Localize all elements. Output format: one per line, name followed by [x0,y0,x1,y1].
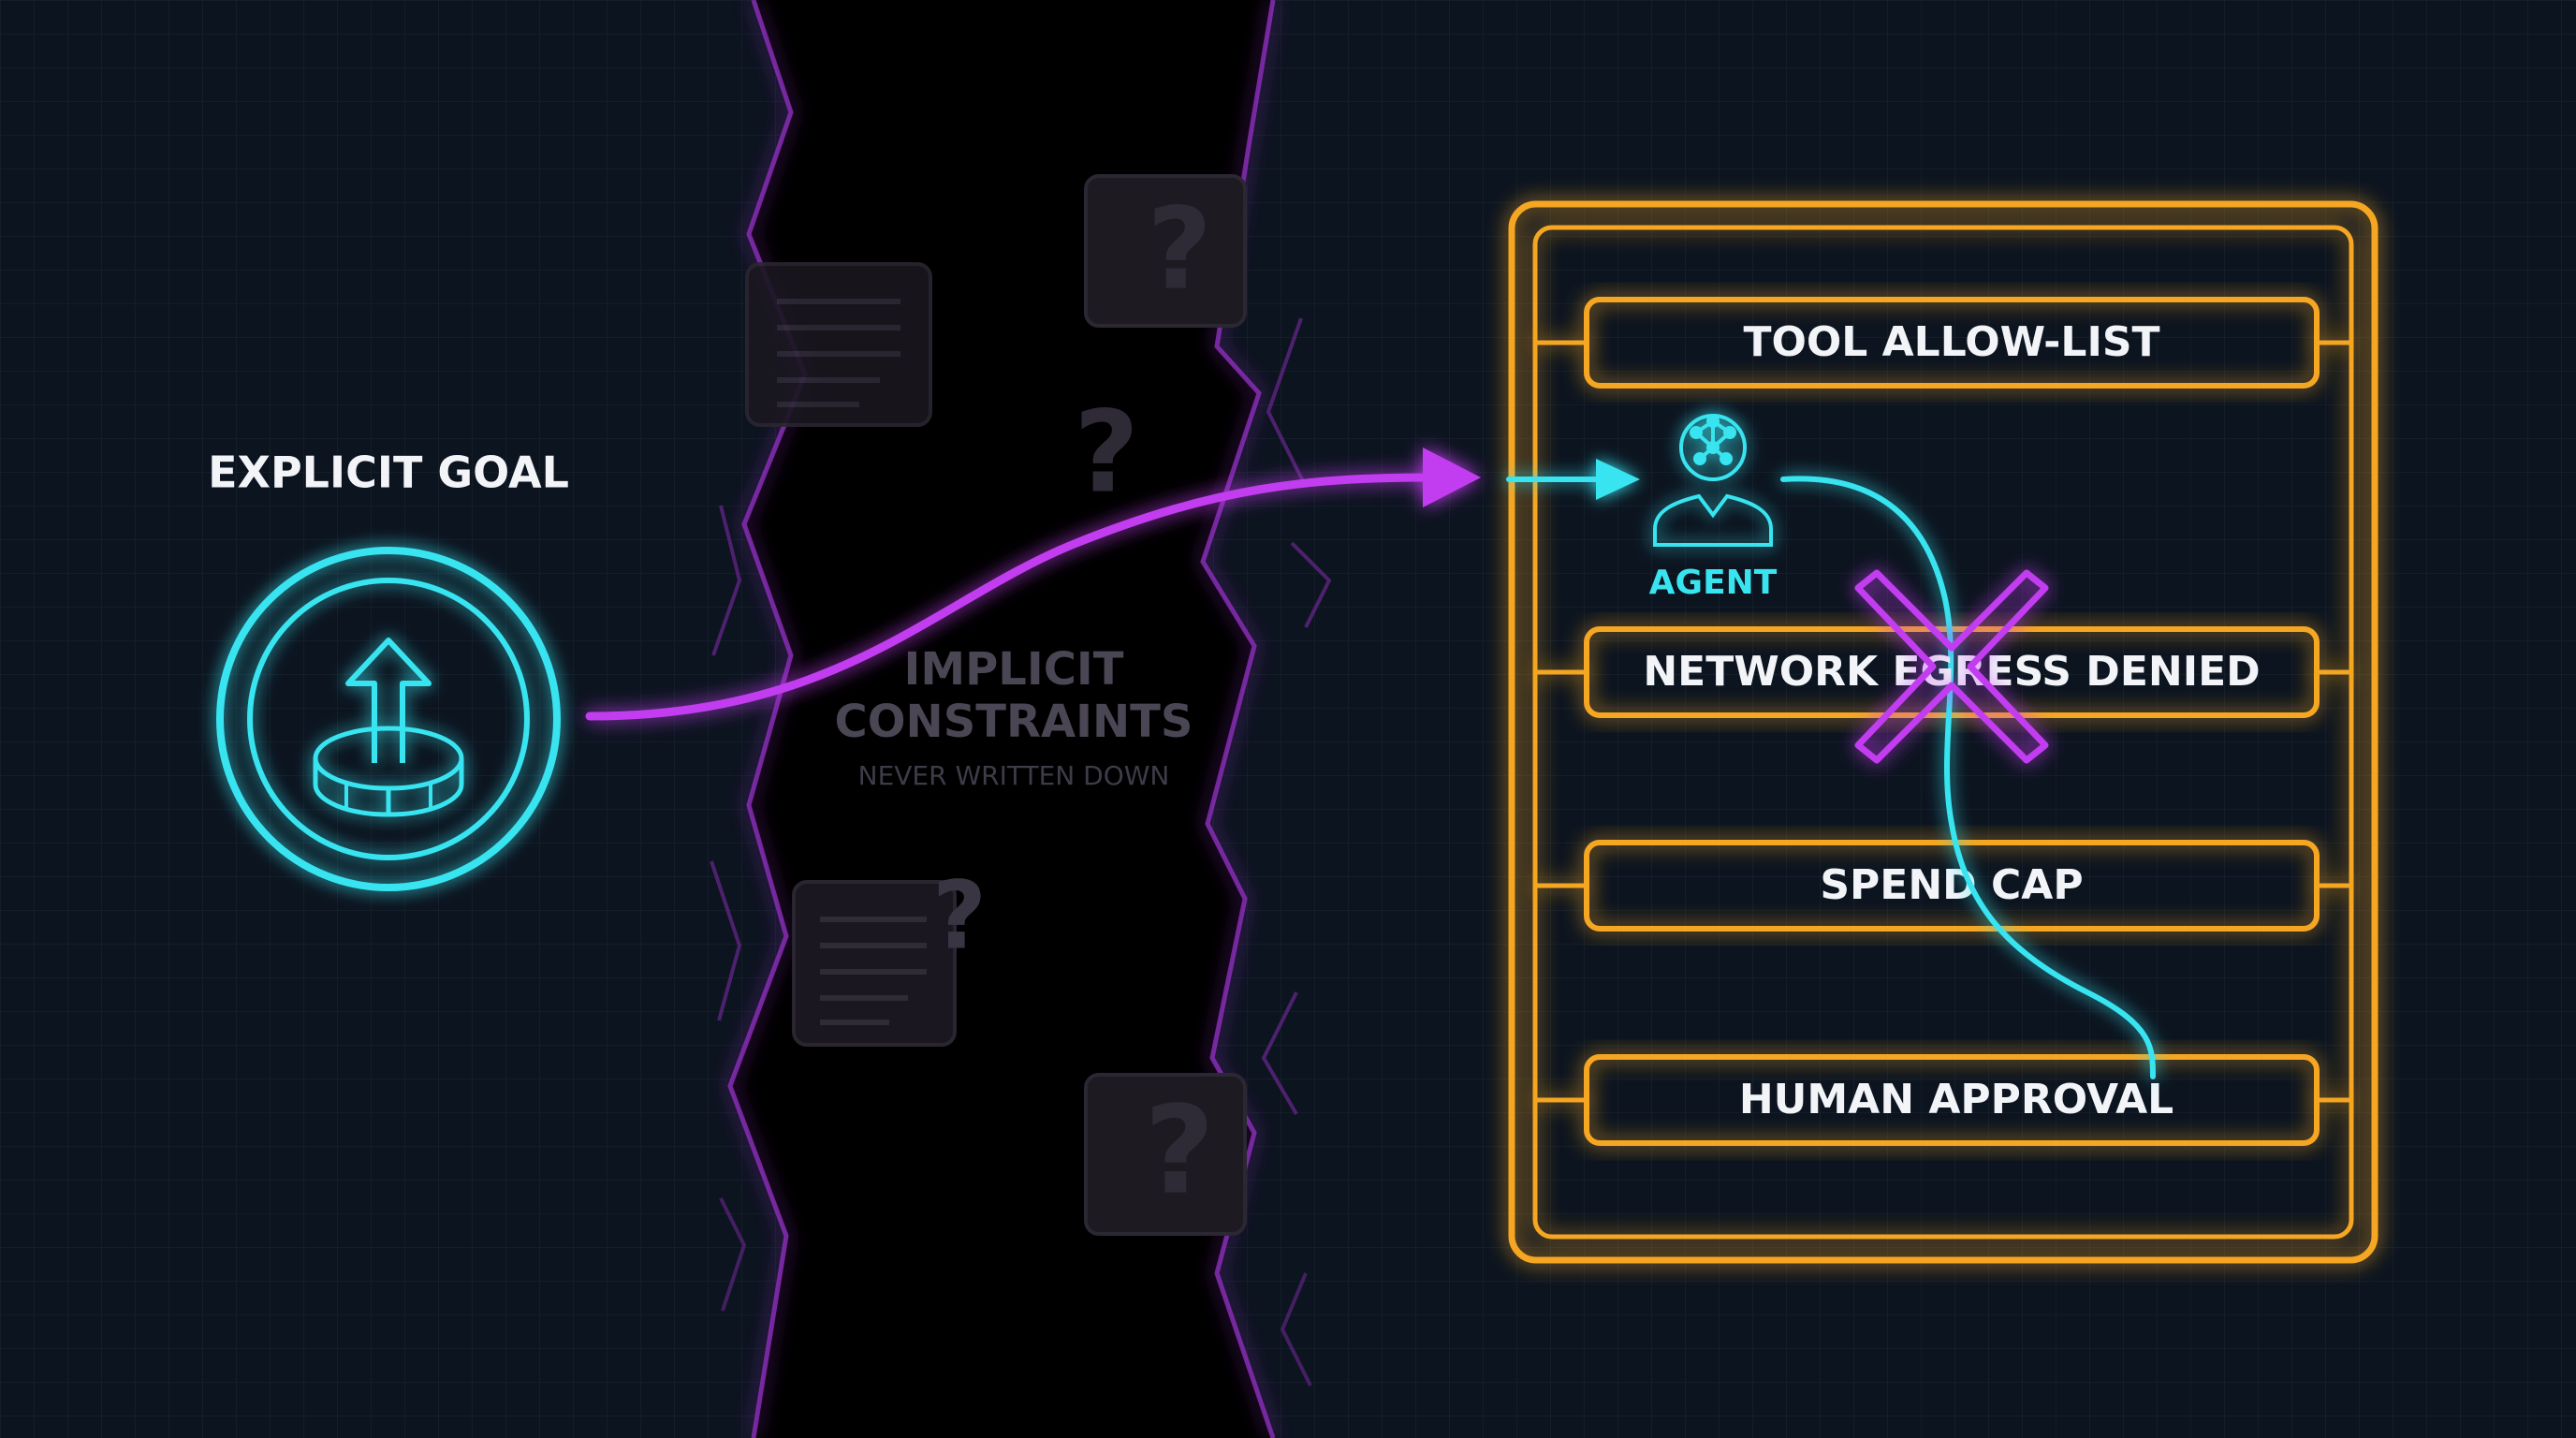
constraint-bar-spend-cap: SPEND CAP [1584,840,2320,932]
constraint-bar-label: SPEND CAP [1820,861,2083,909]
sandbox-rail-stubs [1535,340,2351,1103]
ghost-question-tile-bottom: ? [1084,1073,1247,1236]
question-mark-icon: ? [932,860,987,970]
floating-question-mark: ? [1074,389,1139,519]
ghost-document-card-top [745,262,932,427]
question-mark-icon: ? [1147,185,1212,315]
cross-x-icon [1854,569,2049,764]
implicit-constraints-title-line2: CONSTRAINTS [835,696,1193,748]
implicit-constraints-title-line1: IMPLICIT [903,643,1123,696]
agent-robot-icon [1653,414,1773,547]
explicit-goal-title: EXPLICIT GOAL [208,448,569,498]
constraint-bar-label: HUMAN APPROVAL [1739,1076,2174,1123]
question-mark-icon: ? [1144,1079,1214,1222]
implicit-constraints-subtitle: NEVER WRITTEN DOWN [858,760,1170,791]
agent-path [1780,476,2156,1079]
ghost-question-tile-top: ? [1084,174,1247,328]
ghost-document-card-bottom: ? [792,860,987,1047]
agent-input-arrow [1506,459,1640,500]
goal-upload-icon [216,547,561,891]
question-mark-icon: ? [1074,389,1139,519]
agent-label: AGENT [1649,564,1778,602]
constraint-bar-label: TOOL ALLOW-LIST [1743,318,2159,366]
constraint-bar-tool-allow-list: TOOL ALLOW-LIST [1584,297,2320,389]
constraint-bar-human-approval: HUMAN APPROVAL [1584,1054,2320,1146]
goal-flow-arrow [585,448,1481,721]
sandbox-frame [1508,200,2378,1264]
